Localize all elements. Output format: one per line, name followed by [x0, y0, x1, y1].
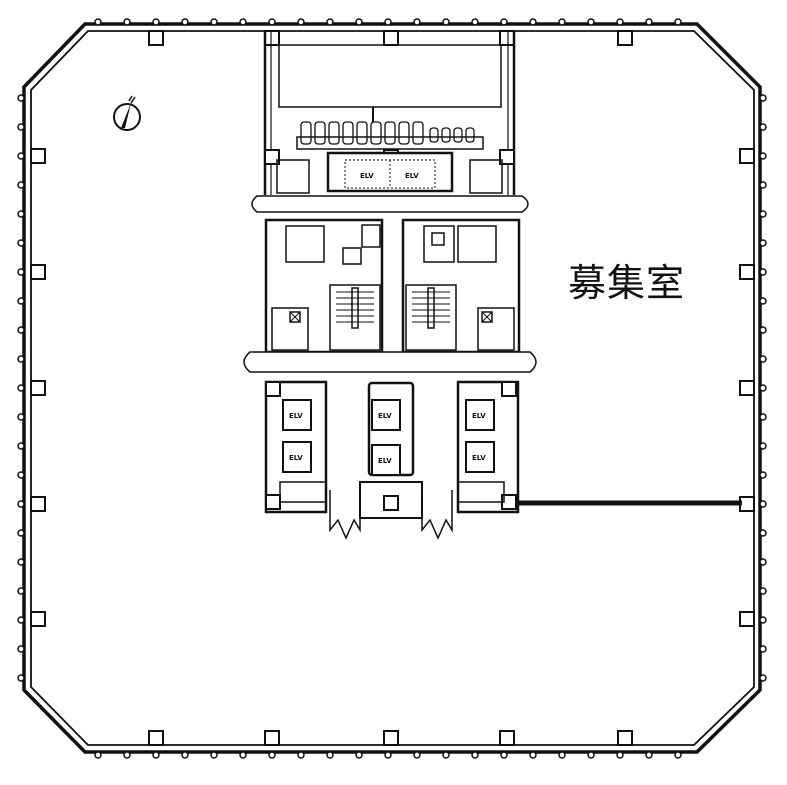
core-middle-right: [401, 218, 521, 354]
lower-corridor: [243, 351, 537, 373]
north-arrow-icon: [113, 95, 141, 131]
room-label: 募集室: [568, 261, 686, 305]
elevator-label: ELV: [472, 454, 486, 462]
core-middle-left: [264, 218, 384, 354]
exterior-wall: [22, 22, 762, 754]
elevator-bank-right: ELV ELV: [456, 380, 520, 514]
elevator-bank-center: ELV ELV: [359, 381, 423, 519]
mullions: [17, 18, 767, 759]
elevator-label: ELV: [360, 172, 374, 180]
elevator-label: ELV: [378, 412, 392, 420]
elevator-label: ELV: [289, 412, 303, 420]
elevator-bank-left: ELV ELV: [264, 380, 328, 514]
elevator-label: ELV: [289, 454, 303, 462]
elevator-label: ELV: [405, 172, 419, 180]
lobby-break-lines: [329, 490, 453, 540]
elevator-label: ELV: [378, 457, 392, 465]
elevator-label: ELV: [472, 412, 486, 420]
upper-corridor: [251, 195, 529, 213]
core-top: ELV ELV: [263, 31, 516, 195]
perimeter-columns: [30, 30, 755, 746]
